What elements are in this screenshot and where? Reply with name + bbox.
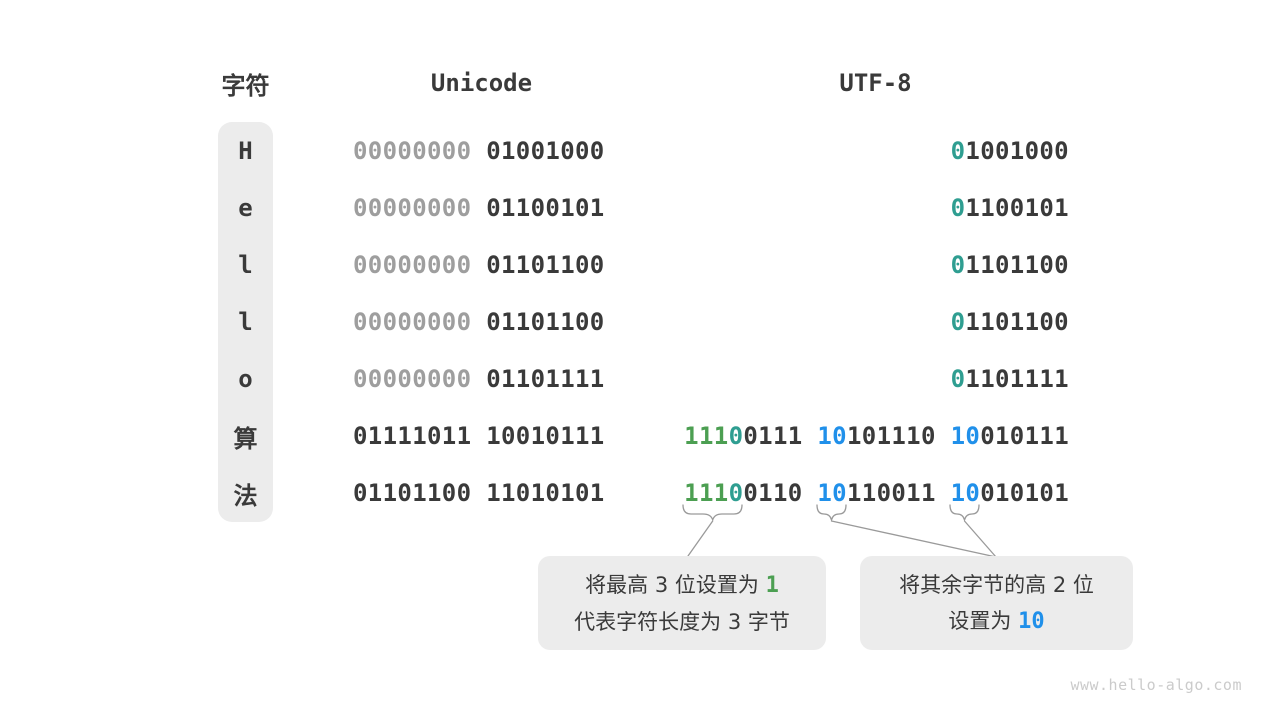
unicode-column: 00000000 01001000 00000000 01100101 0000… <box>353 122 610 522</box>
column-header-utf8: UTF-8 <box>839 69 912 97</box>
column-header-char: 字符 <box>221 71 270 100</box>
callout-continuation-bits: 将其余字节的高 2 位 设置为 10 <box>860 556 1133 650</box>
char-cell: 法 <box>233 481 258 510</box>
unicode-value: 01111011 10010111 <box>353 422 605 451</box>
char-cell: 算 <box>233 424 258 453</box>
unicode-value: 00000000 01101100 <box>353 250 605 279</box>
callout-line: 代表字符长度为 3 字节 <box>574 609 790 634</box>
unicode-value: 00000000 01101100 <box>353 307 605 336</box>
column-header-unicode: Unicode <box>430 69 533 97</box>
callout-line: 将最高 3 位设置为 1 <box>585 572 779 598</box>
connector-line-box2-a <box>830 520 997 558</box>
char-cell: H <box>238 136 253 165</box>
char-cell: o <box>238 365 253 394</box>
unicode-value: 00000000 01001000 <box>353 136 605 165</box>
callout-line: 设置为 10 <box>948 608 1045 634</box>
char-cell: e <box>238 193 253 222</box>
char-cell: l <box>238 250 253 279</box>
connector-line-box1 <box>687 520 714 557</box>
callout-line: 将其余字节的高 2 位 <box>899 572 1094 597</box>
highlight-green-1: 1 <box>765 572 779 598</box>
unicode-value: 00000000 01101111 <box>353 365 605 394</box>
unicode-value: 01101100 11010101 <box>353 479 605 508</box>
watermark: www.hello-algo.com <box>1070 676 1242 694</box>
char-column: H e l l o 算 法 <box>218 122 273 522</box>
connector-line-box2-b <box>963 520 997 558</box>
highlight-blue-10: 10 <box>1018 608 1045 634</box>
callout-leading-bits: 将最高 3 位设置为 1 代表字符长度为 3 字节 <box>538 556 826 650</box>
char-cell: l <box>238 307 253 336</box>
unicode-value: 00000000 01100101 <box>353 193 605 222</box>
